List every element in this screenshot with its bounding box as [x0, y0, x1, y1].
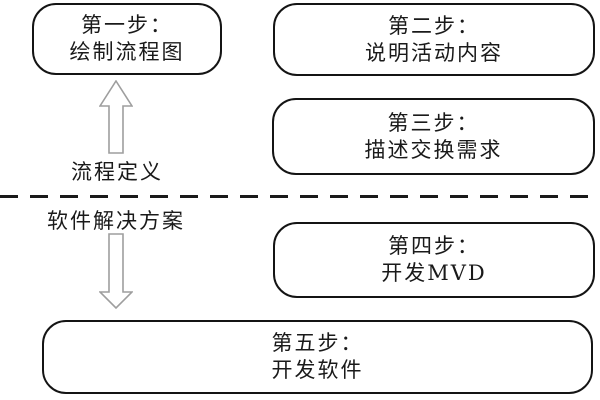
step-4-title: 第四步： [388, 234, 480, 258]
process-definition-label: 流程定义 [71, 160, 163, 184]
step-5-title: 第五步： [271, 331, 364, 355]
step-box-1: 第一步： 绘制流程图 [32, 3, 222, 75]
up-arrow-icon [99, 80, 133, 154]
step-1-title: 第一步： [81, 13, 173, 37]
step-4-description: 开发MVD [381, 261, 487, 285]
step-5-description: 开发软件 [271, 358, 364, 382]
software-solution-label: 软件解决方案 [47, 209, 185, 233]
step-3-title: 第三步： [387, 110, 480, 135]
step-2-title: 第二步： [388, 13, 480, 38]
step-box-5: 第五步： 开发软件 [42, 320, 593, 394]
step-1-description: 绘制流程图 [69, 40, 185, 64]
step-2-description: 说明活动内容 [365, 40, 503, 65]
step-3-description: 描述交换需求 [364, 137, 503, 162]
phase-divider-line [0, 195, 600, 198]
step-box-3: 第三步： 描述交换需求 [272, 98, 595, 175]
down-arrow-icon [99, 233, 133, 309]
step-box-4: 第四步： 开发MVD [273, 222, 595, 298]
step-box-2: 第二步： 说明活动内容 [273, 3, 595, 76]
